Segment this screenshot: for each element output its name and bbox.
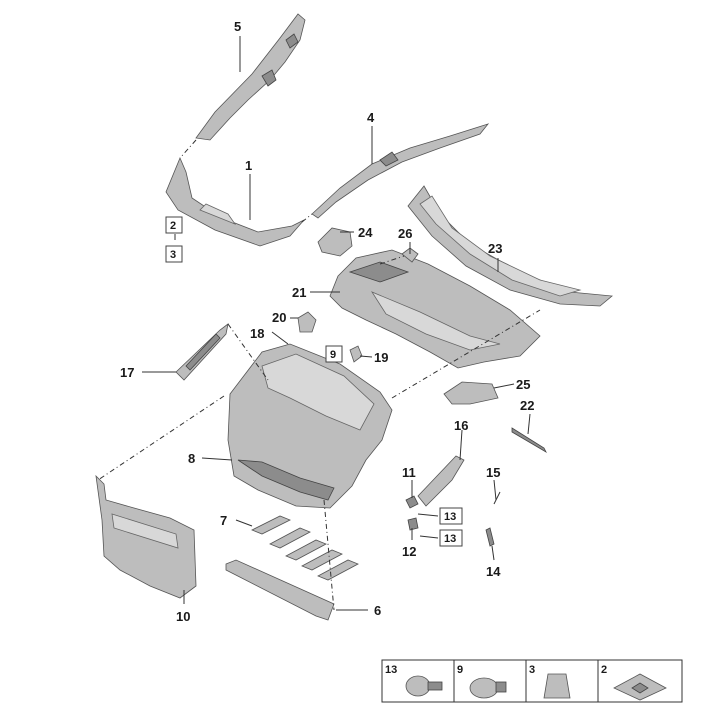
callout-labels: 5 4 1 24 26 23 21 20 18 19 17 25 22 16 8… (120, 19, 534, 624)
legend-clip-icon (543, 673, 571, 699)
part-12-clip (407, 517, 419, 531)
part-16-cover (417, 455, 465, 507)
callout-22: 22 (520, 398, 534, 413)
part-14-hook (485, 527, 495, 547)
part-23-cowl (407, 185, 613, 307)
callout-17: 17 (120, 365, 134, 380)
callout-9: 9 (330, 349, 336, 361)
legend-square-nut-icon (613, 673, 667, 701)
callout-16: 16 (454, 418, 468, 433)
part-11-clip (405, 495, 419, 509)
callout-24: 24 (358, 225, 373, 240)
legend-label-3: 3 (529, 664, 535, 676)
assembly-lines (97, 139, 541, 611)
legend-label-9: 9 (457, 664, 463, 676)
part-17-grille-strip (175, 323, 229, 381)
callout-7: 7 (220, 513, 227, 528)
part-19-clip (349, 345, 363, 363)
part-21-bulkhead-panel (329, 249, 541, 369)
callout-23: 23 (488, 241, 502, 256)
part-4-trim-strip (311, 123, 490, 219)
part-7-foam-strips (251, 515, 359, 581)
callout-1: 1 (245, 158, 252, 173)
fastener-legend: 13 9 3 2 (381, 659, 683, 703)
part-20-bracket (297, 311, 317, 333)
part-8-luggage-tub (227, 343, 393, 509)
legend-label-13: 13 (385, 664, 397, 676)
callout-20: 20 (272, 310, 286, 325)
part-15-pin (493, 491, 501, 505)
callout-26: 26 (398, 226, 412, 241)
part-25-bracket (443, 381, 499, 405)
callout-25: 25 (516, 377, 530, 392)
callout-14: 14 (486, 564, 501, 579)
part-26-clip (401, 247, 419, 263)
legend-label-2: 2 (601, 664, 607, 676)
callout-5: 5 (234, 19, 241, 34)
callout-21: 21 (292, 285, 306, 300)
callout-15: 15 (486, 465, 500, 480)
callout-8: 8 (188, 451, 195, 466)
part-10-front-panel (95, 474, 197, 599)
boxed-callouts: 2 3 9 13 13 (165, 216, 463, 547)
part-24-bracket (317, 227, 353, 257)
callout-3: 3 (170, 249, 176, 261)
callout-11: 11 (402, 465, 416, 480)
legend-rivet-icon (469, 677, 507, 699)
part-1-front-trim (165, 156, 305, 247)
part-22-rod (511, 427, 547, 454)
callout-2: 2 (170, 220, 176, 232)
callout-19: 19 (374, 350, 388, 365)
callout-4: 4 (367, 110, 375, 125)
callout-10: 10 (176, 609, 190, 624)
callout-13-upper: 13 (444, 511, 456, 523)
part-6-floor-strip (225, 559, 335, 621)
callout-18: 18 (250, 326, 264, 341)
leader-lines (142, 36, 531, 611)
callout-12: 12 (402, 544, 416, 559)
callout-13-lower: 13 (444, 533, 456, 545)
callout-6: 6 (374, 603, 381, 618)
part-5-trim-strip (195, 13, 306, 141)
legend-screw-icon (405, 675, 443, 697)
